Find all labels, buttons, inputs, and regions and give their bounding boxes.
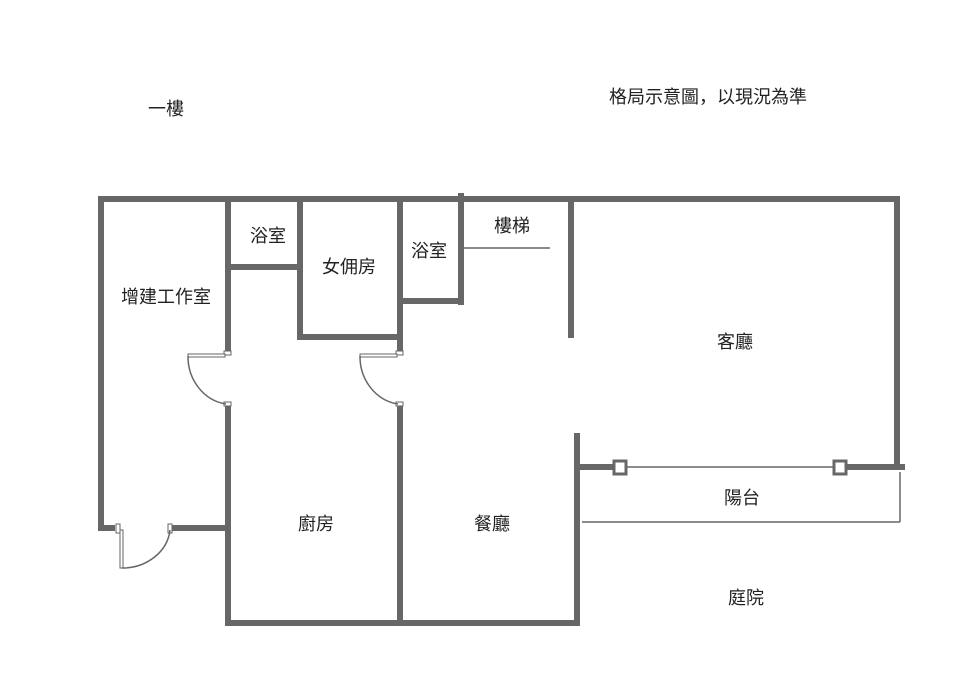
balcony-rail (582, 472, 901, 523)
room-maid: 女佣房 (322, 257, 376, 278)
room-kitchen: 廚房 (298, 514, 334, 535)
room-balcony: 陽台 (724, 488, 760, 509)
layout-note: 格局示意圖，以現況為準 (609, 87, 807, 108)
balcony-window (612, 459, 848, 476)
room-dining: 餐廳 (474, 514, 510, 535)
room-bath-2: 浴室 (411, 241, 447, 262)
room-stairs: 樓梯 (494, 216, 530, 237)
door-entrance[interactable] (115, 523, 173, 569)
room-bath-1: 浴室 (250, 226, 286, 247)
door-dining[interactable] (359, 350, 404, 407)
room-workroom: 增建工作室 (121, 287, 211, 308)
floor-title: 一樓 (148, 99, 184, 120)
door-workroom[interactable] (187, 350, 232, 407)
room-garden: 庭院 (728, 588, 764, 609)
room-living: 客廳 (717, 332, 753, 353)
walls (98, 193, 905, 626)
